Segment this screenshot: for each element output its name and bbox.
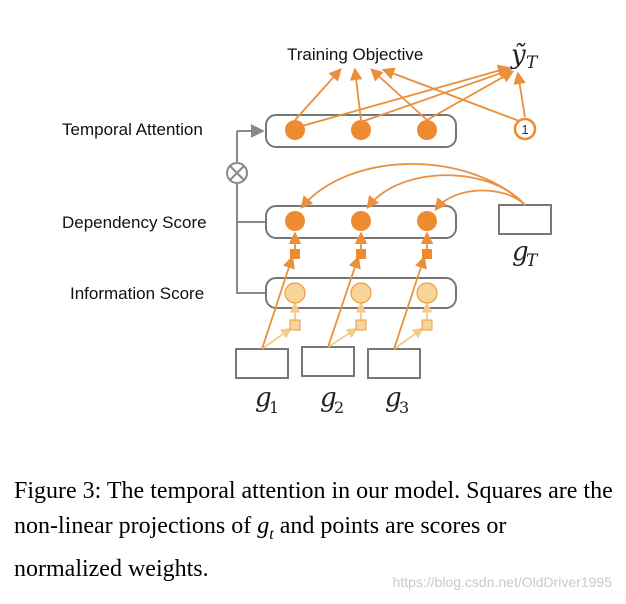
figure-caption: Figure 3: The temporal attention in our … xyxy=(14,478,613,582)
dependency-score-node xyxy=(285,211,305,231)
multiply-icon xyxy=(226,162,248,184)
g-T-symbol: g T xyxy=(512,237,539,271)
temporal-attention-label: Temporal Attention xyxy=(62,120,203,139)
svg-text:T: T xyxy=(526,53,539,73)
information-score-node xyxy=(284,282,306,304)
training-objective-label: Training Objective xyxy=(287,45,423,64)
g-T-box xyxy=(498,204,552,235)
svg-text:g: g xyxy=(255,383,272,413)
g1-box xyxy=(235,348,289,379)
svg-text:1: 1 xyxy=(521,122,528,137)
temporal-attention-node xyxy=(351,120,371,140)
input-to-info-arrows xyxy=(261,301,433,350)
svg-text:ỹ: ỹ xyxy=(510,40,526,70)
svg-text:2: 2 xyxy=(334,398,344,417)
information-projection-square xyxy=(289,319,301,331)
information-score-node xyxy=(350,282,372,304)
dependency-score-node xyxy=(351,211,371,231)
information-projection-square xyxy=(355,319,367,331)
constant-one-node: 1 xyxy=(513,117,537,141)
g2-symbol: g 2 xyxy=(320,383,344,417)
g3-symbol: g 3 xyxy=(385,383,409,417)
attention-to-objective-arrows xyxy=(294,64,526,129)
information-projection-square xyxy=(421,319,433,331)
svg-text:g: g xyxy=(320,383,337,413)
g1-symbol: g 1 xyxy=(255,383,279,417)
g3-box xyxy=(367,348,421,379)
svg-text:g: g xyxy=(512,237,529,267)
svg-text:g: g xyxy=(385,383,402,413)
dependency-projection-square xyxy=(290,249,300,259)
dependency-score-label: Dependency Score xyxy=(62,213,207,232)
temporal-attention-node xyxy=(417,120,437,140)
g2-box xyxy=(301,346,355,377)
information-score-label: Information Score xyxy=(70,284,204,303)
dependency-projection-square xyxy=(356,249,366,259)
y-tilde-symbol: ỹ T xyxy=(510,40,539,73)
watermark: https://blog.csdn.net/OldDriver1995 xyxy=(392,574,612,590)
model-diagram: Training Objective Temporal Attention De… xyxy=(62,40,552,417)
svg-text:1: 1 xyxy=(269,398,279,417)
svg-text:T: T xyxy=(526,251,539,271)
input-to-dependency-arrows xyxy=(261,231,434,350)
temporal-attention-node xyxy=(285,120,305,140)
g-T-to-dependency-arrows xyxy=(300,163,526,211)
svg-text:3: 3 xyxy=(399,398,409,417)
gray-flow-lines xyxy=(236,124,266,294)
dependency-projection-square xyxy=(422,249,432,259)
information-score-node xyxy=(416,282,438,304)
dependency-score-node xyxy=(417,211,437,231)
